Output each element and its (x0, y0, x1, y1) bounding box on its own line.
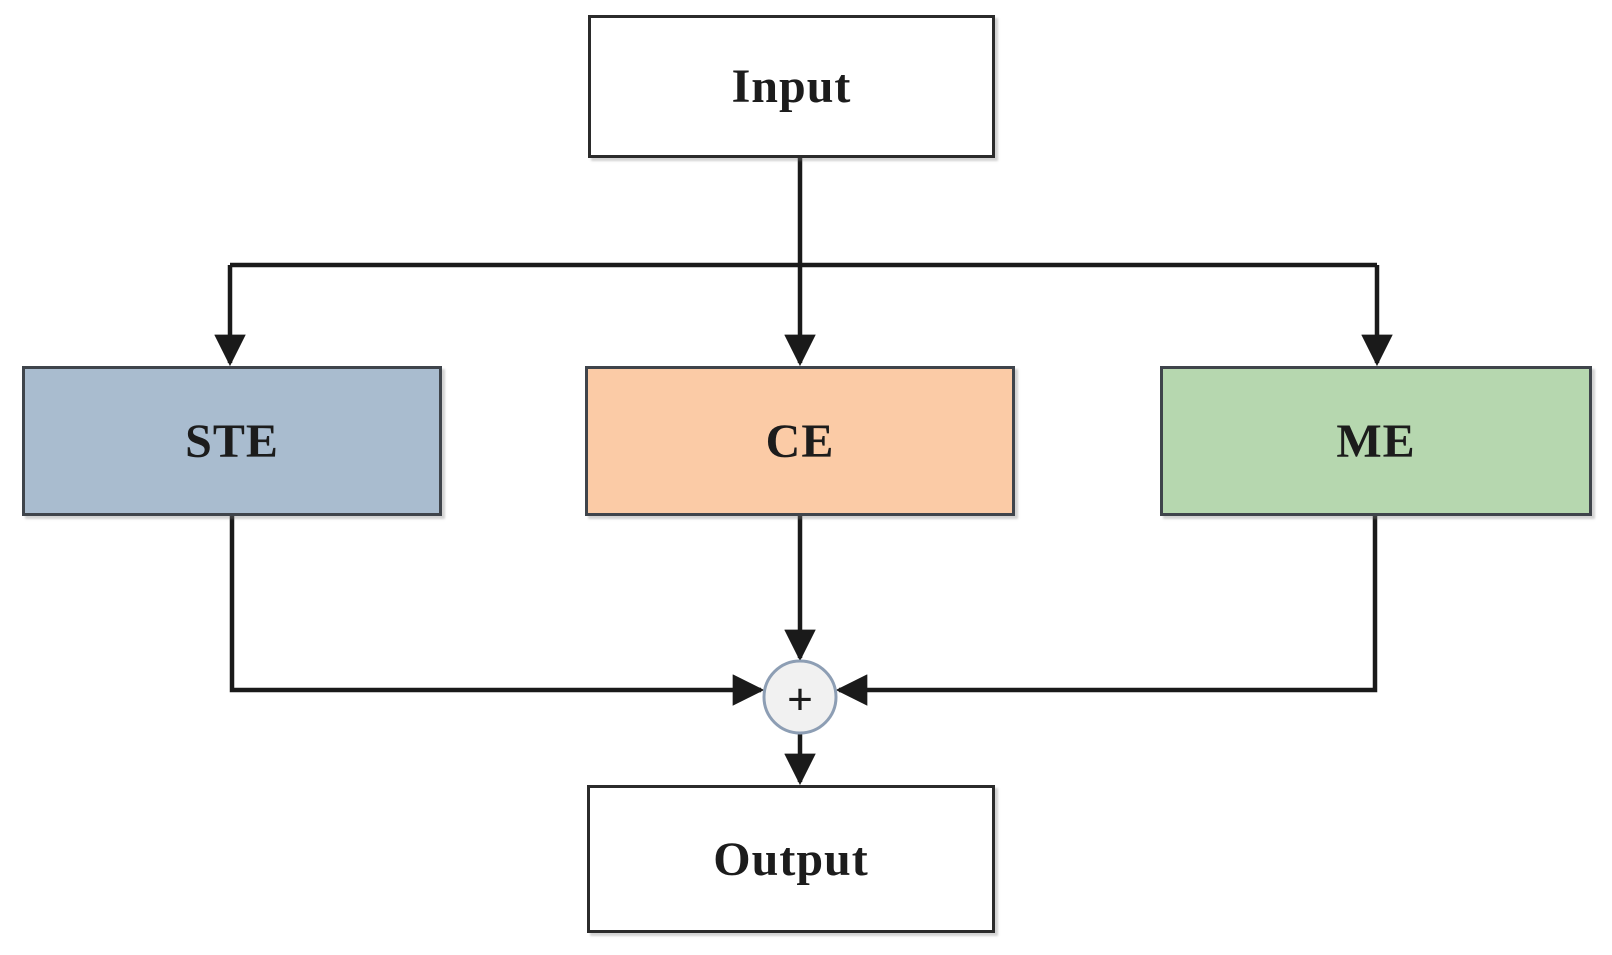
me-node: ME (1160, 366, 1592, 516)
ste-node-label: STE (185, 414, 279, 468)
sum-node-circle (762, 659, 838, 735)
edge-me-sum (835, 516, 1378, 706)
me-node-label: ME (1336, 414, 1416, 468)
input-node-label: Input (731, 60, 852, 113)
edge-ste-sum (229, 516, 765, 706)
sum-node-label: + (787, 674, 813, 725)
ce-node-label: CE (765, 414, 835, 468)
ce-node: CE (585, 366, 1015, 516)
output-node-label: Output (713, 832, 869, 886)
output-node: Output (587, 785, 995, 933)
ste-node: STE (22, 366, 442, 516)
input-node: Input (588, 15, 995, 158)
